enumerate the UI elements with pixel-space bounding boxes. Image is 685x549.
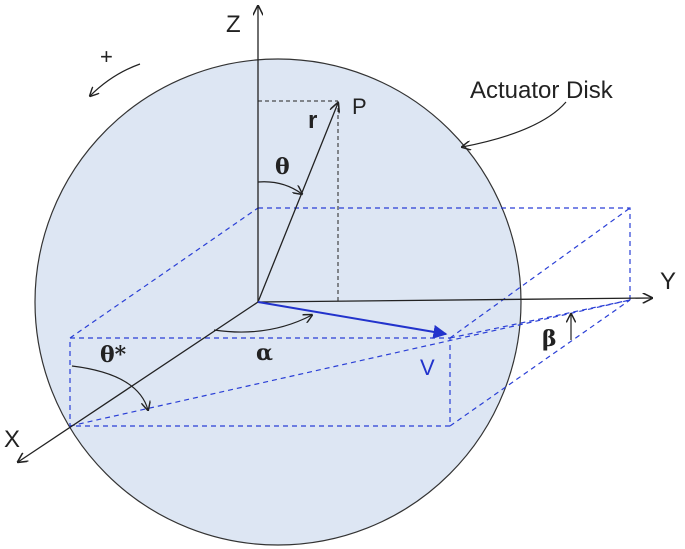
- theta-star-arc: [71, 365, 148, 410]
- theta-label: θ: [275, 154, 290, 180]
- rotation-arrow: [90, 63, 141, 96]
- velocity-label: V: [420, 355, 435, 380]
- velocity-vector: [257, 301, 448, 339]
- y-axis-label: Y: [660, 268, 676, 295]
- radius-vector: [257, 103, 338, 303]
- rotation-plus-label: +: [100, 44, 113, 69]
- y-axis-line: [257, 298, 652, 302]
- x-axis-line: [18, 301, 259, 462]
- theta-arc: [257, 181, 302, 194]
- alpha-label: α: [256, 340, 273, 366]
- radius-label: r: [308, 107, 317, 134]
- beta-label: β: [542, 326, 557, 352]
- point-projection-lines: [258, 100, 339, 302]
- theta-star-label: θ*: [100, 342, 127, 368]
- dashed-projection-box: [69, 207, 631, 427]
- point-label: P: [352, 94, 367, 119]
- z-axis-label: Z: [226, 11, 241, 38]
- disk-leader-arrow: [462, 101, 567, 147]
- alpha-arc: [213, 315, 312, 333]
- x-axis-label: X: [4, 426, 20, 453]
- actuator-disk-label: Actuator Disk: [470, 77, 614, 104]
